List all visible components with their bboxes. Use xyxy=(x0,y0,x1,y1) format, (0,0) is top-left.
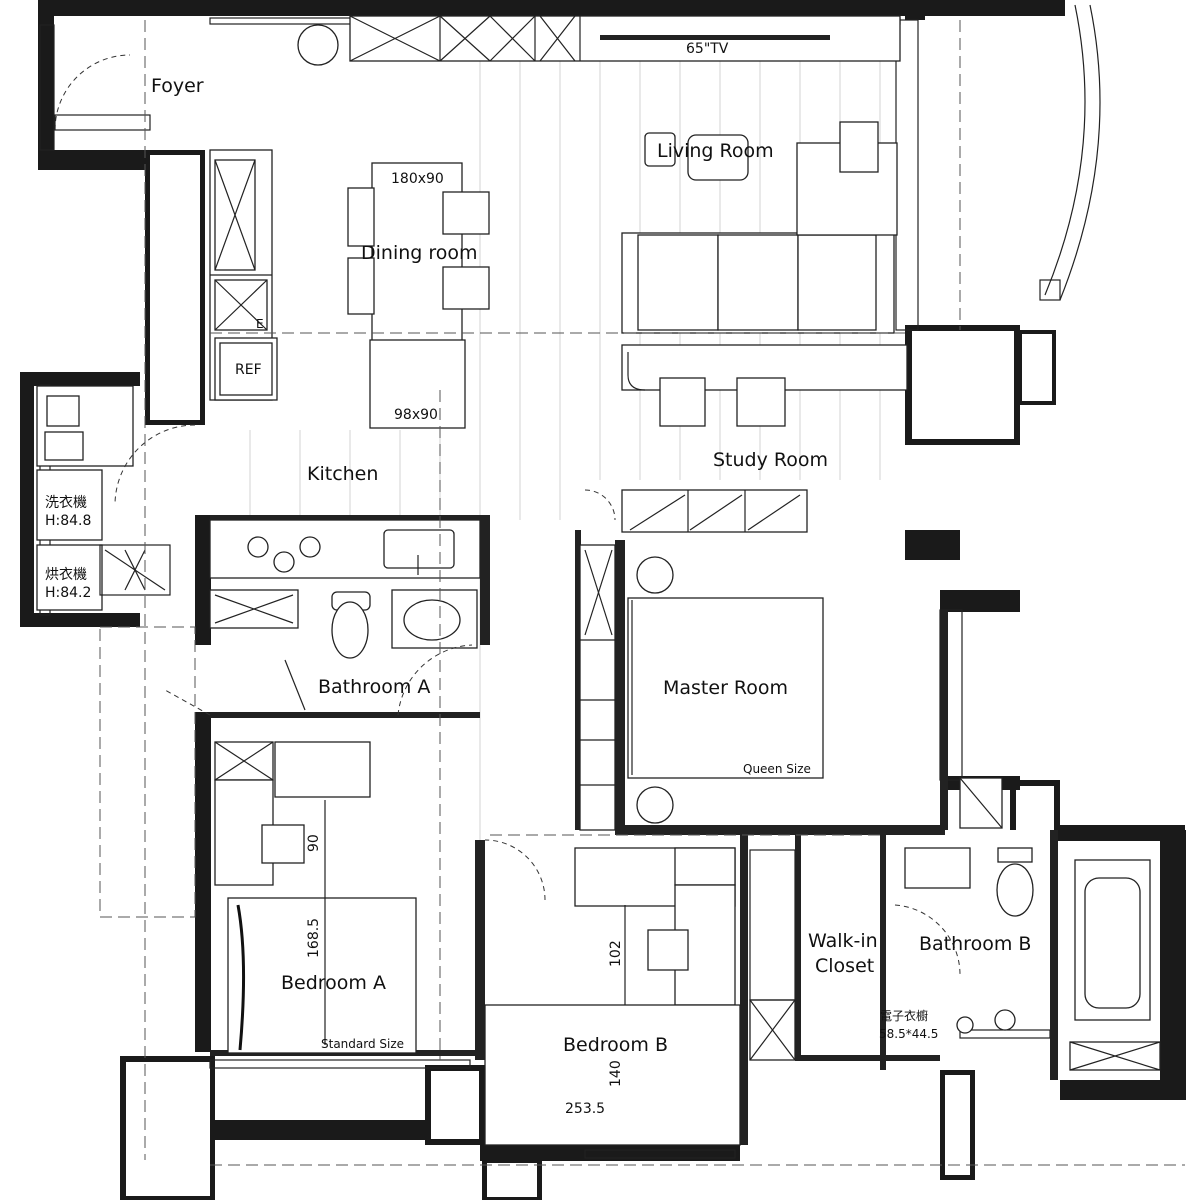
bed-icon xyxy=(227,897,417,1054)
label-washer-1: 洗衣機 xyxy=(45,495,87,511)
label-dryer-2: H:84.2 xyxy=(45,585,91,601)
dim-90: 90 xyxy=(306,834,322,852)
label-bedroom-a: Bedroom A xyxy=(281,972,386,994)
kitchen-counter xyxy=(209,519,481,579)
dim-102: 102 xyxy=(608,940,624,967)
dining-set xyxy=(347,162,490,429)
toilet-icon xyxy=(331,591,371,659)
label-bathroom-a: Bathroom A xyxy=(318,676,430,698)
reference-lines xyxy=(144,20,1185,1166)
label-bedroom-b: Bedroom B xyxy=(563,1034,668,1056)
label-dining-room: Dining room xyxy=(361,242,478,264)
label-walkin-line2: Closet xyxy=(815,955,874,977)
dim-140: 140 xyxy=(608,1060,624,1087)
label-table-bottom: 98x90 xyxy=(394,407,438,423)
label-queen-size: Queen Size xyxy=(743,762,811,776)
bathroom-b-fixtures xyxy=(894,777,1161,1071)
foyer-door xyxy=(54,54,151,131)
label-washer-2: H:84.8 xyxy=(45,513,91,529)
tv-icon xyxy=(600,35,830,40)
label-living-room: Living Room xyxy=(657,140,774,162)
label-tv: 65"TV xyxy=(686,41,729,57)
bathroom-a-fixtures xyxy=(164,589,478,716)
label-cabinet-1: 電子衣櫥 xyxy=(880,1008,928,1023)
bedroom-a xyxy=(214,741,417,1054)
chair-icon xyxy=(347,187,375,247)
label-kitchen: Kitchen xyxy=(307,463,378,485)
label-study-room: Study Room xyxy=(713,449,828,471)
kitchen-cabinets xyxy=(209,149,278,401)
label-dryer-1: 烘衣機 xyxy=(45,567,87,583)
label-standard-size: Standard Size xyxy=(321,1037,404,1051)
sofa-icon xyxy=(621,121,898,334)
master-room xyxy=(579,544,824,831)
bathtub-icon xyxy=(1074,859,1151,1021)
label-e: E xyxy=(256,317,264,331)
bedroom-b xyxy=(484,839,796,1146)
label-table-top: 180x90 xyxy=(391,171,444,187)
study-desk xyxy=(584,344,908,533)
sink-icon xyxy=(391,589,478,649)
laundry xyxy=(36,385,196,611)
label-walkin-line1: Walk-in xyxy=(808,930,878,952)
dim-168: 168.5 xyxy=(306,918,322,958)
dim-253: 253.5 xyxy=(565,1101,605,1117)
label-master-room: Master Room xyxy=(663,677,788,699)
label-cabinet-2: 58.5*44.5 xyxy=(879,1027,938,1041)
label-ref: REF xyxy=(235,362,262,378)
label-bathroom-b: Bathroom B xyxy=(919,933,1031,955)
walls xyxy=(20,0,1186,1200)
label-foyer: Foyer xyxy=(151,75,204,97)
tv-wall-unit xyxy=(297,15,901,66)
stove-icon xyxy=(247,536,321,573)
